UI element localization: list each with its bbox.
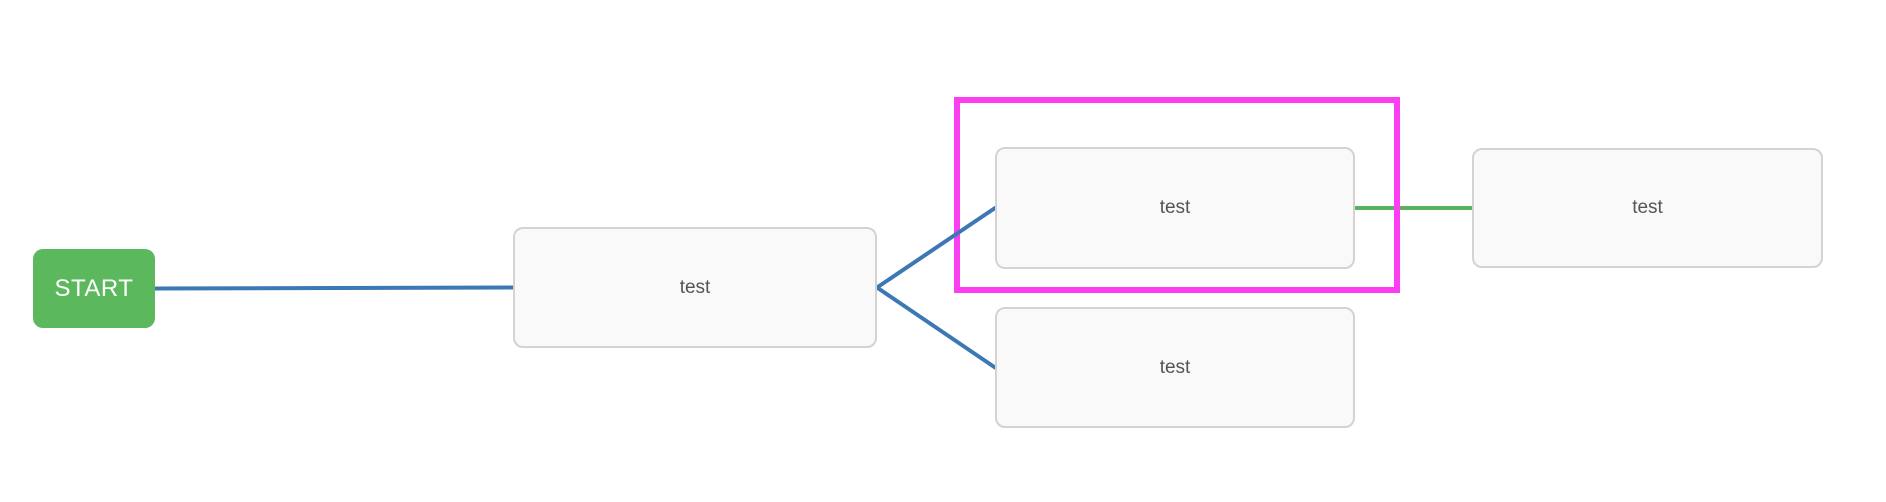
selection-outline [954, 97, 1400, 293]
task-node-label: test [679, 276, 711, 298]
task-node-label: test [1159, 197, 1191, 218]
task-node[interactable]: test [513, 227, 877, 348]
connector-edge [153, 285, 515, 291]
start-node[interactable]: START [33, 249, 155, 328]
task-node[interactable]: test [995, 307, 1355, 428]
task-node-selected[interactable]: test [995, 147, 1355, 269]
connector-edge [875, 285, 997, 370]
connector-edge [875, 206, 997, 290]
start-node-label: START [54, 274, 134, 302]
task-node[interactable]: test [1472, 148, 1823, 268]
task-node-label: test [1632, 197, 1663, 218]
task-node-label: test [1159, 356, 1191, 378]
